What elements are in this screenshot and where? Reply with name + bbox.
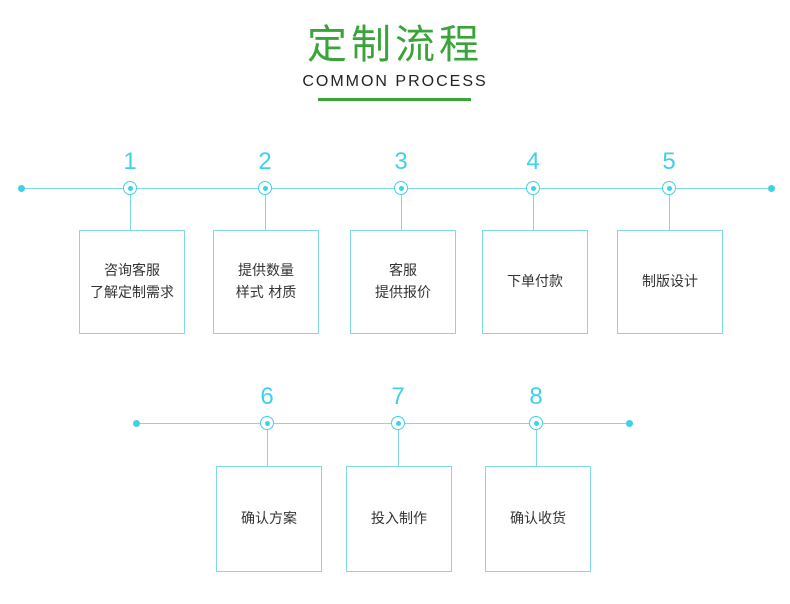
step-3-number: 3 (394, 148, 408, 175)
step-5-marker (662, 181, 676, 195)
step-7-number: 7 (391, 383, 405, 410)
step-3-text-line-1: 客服 (389, 263, 417, 279)
step-7-box: 投入制作 (346, 466, 452, 572)
step-4-number: 4 (526, 148, 540, 175)
step-1-marker (123, 181, 137, 195)
step-8-marker (529, 416, 543, 430)
page-title: 定制流程 (307, 22, 483, 68)
step-6-connector (267, 430, 268, 466)
step-1-number: 1 (123, 148, 137, 175)
step-2-marker (258, 181, 272, 195)
step-6-marker (260, 416, 274, 430)
step-1-box: 咨询客服 了解定制需求 (79, 230, 185, 334)
step-8-box: 确认收货 (485, 466, 591, 572)
step-4-box: 下单付款 (482, 230, 588, 334)
step-2-connector (265, 195, 266, 230)
step-2-text-line-2: 样式 材质 (235, 285, 297, 301)
title-underline (318, 98, 471, 101)
timeline-endpoint-end-row-2 (626, 420, 633, 427)
timeline-line-row-2 (136, 423, 630, 424)
step-7-text-line-1: 投入制作 (371, 511, 427, 527)
timeline-endpoint-end-row-1 (768, 185, 775, 192)
step-3-box: 客服 提供报价 (350, 230, 456, 334)
step-5-box: 制版设计 (617, 230, 723, 334)
page-subtitle: COMMON PROCESS (302, 73, 488, 90)
step-1-connector (130, 195, 131, 230)
step-8-number: 8 (529, 383, 543, 410)
step-5-connector (669, 195, 670, 230)
step-7-marker (391, 416, 405, 430)
step-4-connector (533, 195, 534, 230)
timeline-endpoint-start-row-1 (18, 185, 25, 192)
step-4-text-line-1: 下单付款 (507, 274, 563, 290)
step-4-marker (526, 181, 540, 195)
step-8-connector (536, 430, 537, 466)
step-5-number: 5 (662, 148, 676, 175)
step-2-box: 提供数量 样式 材质 (213, 230, 319, 334)
step-6-text-line-1: 确认方案 (241, 511, 297, 527)
step-7-connector (398, 430, 399, 466)
step-1-text-line-2: 了解定制需求 (90, 285, 174, 301)
step-3-text-line-2: 提供报价 (375, 285, 431, 301)
step-1-text-line-1: 咨询客服 (104, 263, 160, 279)
timeline-endpoint-start-row-2 (133, 420, 140, 427)
step-3-connector (401, 195, 402, 230)
step-6-number: 6 (260, 383, 274, 410)
step-5-text-line-1: 制版设计 (642, 274, 698, 290)
step-8-text-line-1: 确认收货 (510, 511, 566, 527)
step-2-text-line-1: 提供数量 (238, 263, 294, 279)
step-2-number: 2 (258, 148, 272, 175)
step-3-marker (394, 181, 408, 195)
step-6-box: 确认方案 (216, 466, 322, 572)
